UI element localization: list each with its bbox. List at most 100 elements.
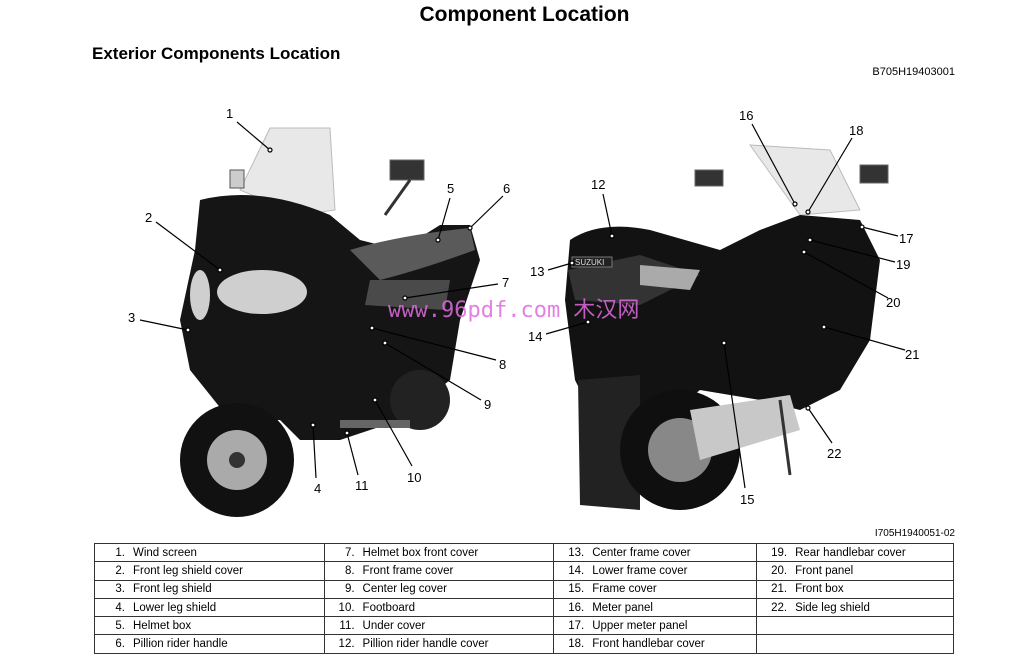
callout-17: 17 xyxy=(899,231,913,246)
callout-20: 20 xyxy=(886,295,900,310)
legend-number: 16. xyxy=(568,601,585,614)
legend-label: Front panel xyxy=(795,564,854,577)
legend-label: Upper meter panel xyxy=(592,619,688,632)
table-row: 1. Wind screen 7. Helmet box front cover 13.… xyxy=(94,542,954,563)
legend-label: Rear handlebar cover xyxy=(795,546,906,559)
legend-label: Front handlebar cover xyxy=(592,638,705,651)
table-row: 5. Helmet box 11. Under cover 17. Upper meter… xyxy=(94,616,954,636)
callout-19: 19 xyxy=(896,257,910,272)
callout-11: 11 xyxy=(355,478,369,493)
callout-15: 15 xyxy=(740,492,754,507)
scooter-front-view xyxy=(180,127,480,517)
legend-label: Center frame cover xyxy=(592,546,691,559)
legend-label: Under cover xyxy=(362,619,426,632)
callout-1: 1 xyxy=(226,106,233,121)
legend-cell: 16. Meter panel xyxy=(553,597,758,618)
legend-cell: 21. Front box xyxy=(756,579,954,599)
callout-13: 13 xyxy=(530,264,544,279)
legend-cell: 3. Front leg shield xyxy=(94,579,325,599)
legend-cell: 17. Upper meter panel xyxy=(553,616,758,636)
legend-cell: 18. Front handlebar cover xyxy=(553,634,758,654)
scooter-rear-view: SUZUKI xyxy=(565,144,889,510)
callout-18: 18 xyxy=(849,123,863,138)
legend-number: 8. xyxy=(344,564,355,577)
callout-21: 21 xyxy=(905,347,919,362)
legend-number: 17. xyxy=(568,619,585,632)
legend-label: Side leg shield xyxy=(795,601,870,614)
component-legend-table: 1. Wind screen 7. Helmet box front cover 13.… xyxy=(94,542,954,654)
legend-number: 2. xyxy=(115,564,125,577)
section-title: Exterior Components Location xyxy=(92,44,341,63)
legend-label: Pillion rider handle cover xyxy=(362,638,489,651)
legend-label: Front box xyxy=(795,583,844,596)
legend-label: Center leg cover xyxy=(362,583,447,596)
legend-label: Lower frame cover xyxy=(592,564,688,577)
legend-label: Helmet box front cover xyxy=(362,546,479,559)
legend-number: 11. xyxy=(339,619,355,632)
callout-14: 14 xyxy=(528,329,542,344)
legend-cell: 4.Lower leg shield xyxy=(94,597,325,618)
callout-7: 7 xyxy=(502,275,509,290)
legend-number: 20. xyxy=(771,564,788,577)
legend-cell: 8. Front frame cover xyxy=(323,561,555,581)
legend-cell: 14.Lower frame cover xyxy=(553,561,758,581)
legend-label: Front leg shield cover xyxy=(133,564,243,577)
leader-lines xyxy=(139,121,906,489)
watermark: www.96pdf.com 木汉网 xyxy=(388,298,640,323)
legend-cell: 12. Pillion rider handle cover xyxy=(323,634,555,654)
legend-cell: 22. Side leg shield xyxy=(756,597,954,618)
legend-cell xyxy=(756,616,954,636)
callout-5: 5 xyxy=(447,181,454,196)
legend-cell: 20. Front panel xyxy=(756,561,954,581)
legend-cell: 7. Helmet box front cover xyxy=(323,542,555,563)
legend-number: 21. xyxy=(771,583,788,596)
doc-code: B705H19403001 xyxy=(872,66,955,78)
callout-6: 6 xyxy=(503,181,510,196)
legend-number: 13. xyxy=(568,546,585,559)
callout-10: 10 xyxy=(407,470,421,485)
callout-2: 2 xyxy=(145,210,152,225)
suzuki-badge: SUZUKI xyxy=(575,258,604,267)
legend-cell: 19.Rear handlebar cover xyxy=(756,542,954,563)
legend-label: Meter panel xyxy=(592,601,653,614)
legend-label: Pillion rider handle xyxy=(133,638,228,651)
callout-22: 22 xyxy=(827,446,841,461)
table-row: 2. Front leg shield cover 8. Front frame co… xyxy=(94,561,954,581)
legend-number: 12. xyxy=(338,638,355,651)
legend-number: 6. xyxy=(115,638,125,651)
legend-cell: 11. Under cover xyxy=(323,616,555,636)
legend-cell: 10.Footboard xyxy=(323,597,555,618)
legend-label: Helmet box xyxy=(133,619,192,632)
legend-number: 9. xyxy=(344,583,355,596)
callout-16: 16 xyxy=(739,108,753,123)
legend-number: 7. xyxy=(344,546,355,559)
callout-3: 3 xyxy=(128,310,135,325)
legend-cell: 2. Front leg shield cover xyxy=(94,561,325,581)
legend-label: Front frame cover xyxy=(362,564,454,577)
callout-8: 8 xyxy=(499,357,506,372)
legend-cell xyxy=(756,634,954,654)
legend-label: Wind screen xyxy=(133,546,197,559)
legend-cell: 13. Center frame cover xyxy=(553,542,758,563)
legend-cell: 6. Pillion rider handle xyxy=(94,634,325,654)
legend-cell: 9. Center leg cover xyxy=(323,579,555,599)
table-row: 6. Pillion rider handle 12. Pillion rider h… xyxy=(94,634,954,654)
image-code: I705H1940051-02 xyxy=(874,528,955,539)
legend-number: 15. xyxy=(568,583,585,596)
legend-number: 4. xyxy=(115,601,125,614)
legend-number: 18. xyxy=(568,638,585,651)
callout-9: 9 xyxy=(484,397,491,412)
legend-number: 22. xyxy=(771,601,788,614)
legend-label: Frame cover xyxy=(592,583,657,596)
legend-number: 5. xyxy=(115,619,125,632)
legend-label: Front leg shield xyxy=(133,583,212,596)
page-title: Component Location xyxy=(419,3,630,26)
legend-cell: 1. Wind screen xyxy=(94,542,325,563)
table-row: 3. Front leg shield 9. Center leg cover 15. F… xyxy=(94,579,954,599)
legend-number: 1. xyxy=(115,546,125,559)
legend-cell: 5. Helmet box xyxy=(94,616,325,636)
legend-number: 3. xyxy=(115,583,125,596)
callout-4: 4 xyxy=(314,481,321,496)
scooter-figure: SUZUKI 1 2 3 4 5 6 7 8 xyxy=(128,106,919,517)
